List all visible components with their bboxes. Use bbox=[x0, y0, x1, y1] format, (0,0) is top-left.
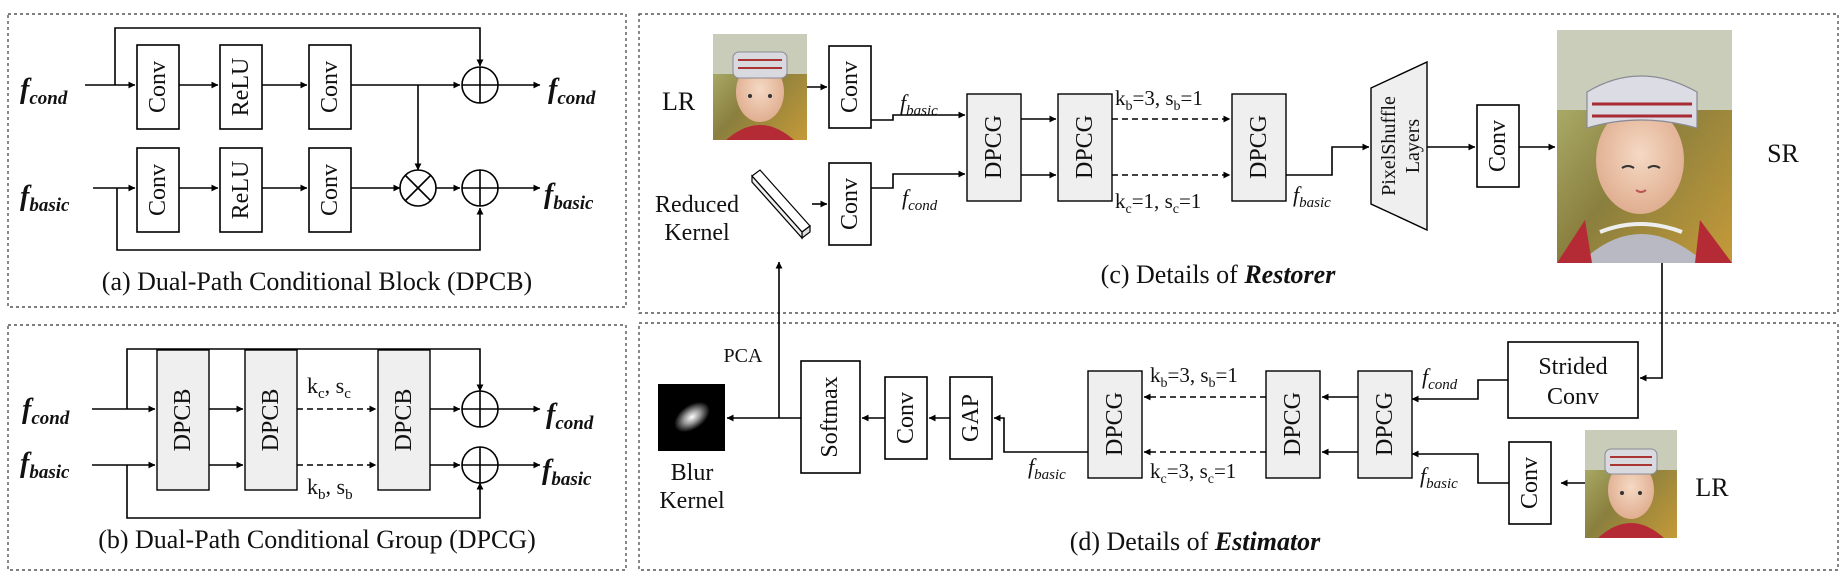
dpcb-label: DPCB bbox=[391, 389, 417, 452]
kc-sc-param-label: kc=1, sc=1 bbox=[1115, 189, 1201, 217]
output-f-basic-label: fbasic bbox=[542, 455, 592, 490]
dpcg-label: DPCG bbox=[1372, 392, 1398, 456]
conv-block bbox=[828, 45, 872, 129]
conv-label: Conv bbox=[837, 61, 863, 113]
dpcg-label: DPCG bbox=[1102, 392, 1128, 456]
conv-block bbox=[136, 44, 180, 130]
conv-label: Conv bbox=[145, 61, 171, 113]
relu-label: ReLU bbox=[228, 161, 254, 220]
kc-sc-label: kc, sc bbox=[307, 373, 351, 402]
dpcg-label: DPCG bbox=[1246, 115, 1272, 179]
dpcg-block bbox=[1265, 370, 1321, 479]
strided-conv-block bbox=[1507, 341, 1639, 419]
conv-block bbox=[308, 147, 352, 233]
conv-block bbox=[1508, 441, 1552, 525]
conv-block bbox=[308, 44, 352, 130]
dpcg-block bbox=[1231, 93, 1287, 202]
softmax-block bbox=[800, 360, 861, 474]
panel-b-border bbox=[7, 324, 627, 571]
kb-sb-label: kb, sb bbox=[307, 474, 353, 503]
f-basic-label: fbasic bbox=[900, 90, 938, 119]
conv-label: Conv bbox=[145, 164, 171, 216]
f-basic-label: fbasic bbox=[1420, 463, 1458, 492]
conv-label: Conv bbox=[893, 392, 919, 444]
conv-label: Conv bbox=[1517, 457, 1543, 509]
input-f-cond-label: fcond bbox=[20, 74, 68, 109]
panel-b-dpcg: fcond fbasic DPCB DPCB kc, sc kb, sb DPC… bbox=[20, 348, 594, 554]
gaussian-blob-image bbox=[658, 384, 725, 451]
pca-label: PCA bbox=[724, 345, 763, 367]
f-basic-label: fbasic bbox=[1028, 454, 1066, 483]
gap-label: GAP bbox=[958, 394, 984, 442]
conv-block bbox=[828, 162, 872, 246]
panel-a-dpcb: fcond fbasic Conv ReLU Conv fcond Conv R… bbox=[20, 27, 596, 296]
relu-block bbox=[219, 44, 263, 130]
lr-label: LR bbox=[1695, 473, 1729, 502]
input-f-basic-label: fbasic bbox=[20, 181, 70, 216]
relu-label: ReLU bbox=[228, 58, 254, 117]
f-cond-label: fcond bbox=[1422, 364, 1458, 393]
dpcb-block bbox=[156, 349, 210, 491]
dpcb-label: DPCB bbox=[258, 389, 284, 452]
cuboid-icon bbox=[751, 169, 811, 240]
pixelshuffle-block bbox=[1370, 60, 1428, 232]
f-cond-label: fcond bbox=[902, 185, 938, 214]
conv-block bbox=[1476, 104, 1520, 188]
dpcb-label: DPCB bbox=[170, 389, 196, 452]
dpcb-block bbox=[377, 349, 431, 491]
conv-label: Conv bbox=[1485, 120, 1511, 172]
dpcg-block bbox=[966, 93, 1022, 202]
output-f-basic-label: fbasic bbox=[544, 179, 594, 214]
panel-d-border bbox=[638, 322, 1839, 571]
sr-label: SR bbox=[1767, 139, 1799, 168]
dpcg-block bbox=[1087, 370, 1143, 479]
panel-c-caption: (c) Details of Restorer bbox=[1101, 260, 1337, 289]
softmax-label: Softmax bbox=[817, 376, 843, 457]
relu-block bbox=[219, 147, 263, 233]
portrait-thumbnail bbox=[713, 34, 807, 140]
f-basic-label: fbasic bbox=[1293, 182, 1331, 211]
panel-a-border bbox=[7, 13, 627, 308]
conv-label: Conv bbox=[317, 164, 343, 216]
kb-sb-param-label: kb=3, sb=1 bbox=[1150, 363, 1238, 391]
dpcg-label: DPCG bbox=[1072, 115, 1098, 179]
dpcg-block bbox=[1057, 93, 1113, 202]
input-f-cond-label: fcond bbox=[22, 394, 70, 429]
conv-block bbox=[136, 147, 180, 233]
conv-label: Conv bbox=[317, 61, 343, 113]
kc-sc-param-label: kc=3, sc=1 bbox=[1150, 459, 1236, 487]
output-f-cond-label: fcond bbox=[548, 74, 596, 109]
kb-sb-param-label: kb=3, sb=1 bbox=[1115, 86, 1203, 114]
output-f-cond-label: fcond bbox=[546, 399, 594, 434]
panel-b-caption: (b) Dual-Path Conditional Group (DPCG) bbox=[98, 525, 536, 554]
dpcb-block bbox=[244, 349, 298, 491]
panel-d-caption: (d) Details of Estimator bbox=[1070, 527, 1321, 556]
lr-label: LR bbox=[662, 87, 696, 116]
dpcg-label: DPCG bbox=[981, 115, 1007, 179]
conv-label: Conv bbox=[837, 178, 863, 230]
portrait-thumbnail bbox=[1585, 430, 1677, 538]
panel-a-caption: (a) Dual-Path Conditional Block (DPCB) bbox=[102, 267, 532, 296]
portrait-large bbox=[1557, 30, 1732, 263]
dpcg-label: DPCG bbox=[1280, 392, 1306, 456]
dpcg-block bbox=[1357, 370, 1413, 479]
input-f-basic-label: fbasic bbox=[20, 448, 70, 483]
panel-c-border bbox=[638, 13, 1839, 314]
